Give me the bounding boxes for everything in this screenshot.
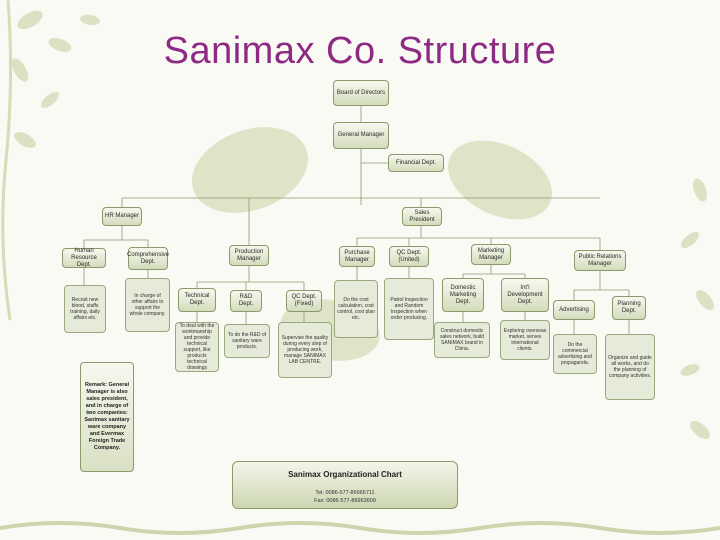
marketing-manager-box: Marketing Manager [471,244,511,265]
domestic-marketing-dept-box: Domestic Marketing Dept. [442,278,484,312]
advertising-box: Advertising [553,300,595,320]
rd-description: To do the R&D of sanitary ware products. [224,324,270,358]
financial-dept-box: Financial Dept. [388,154,444,172]
board-of-directors-box: Board of Directors [333,80,389,106]
page-title: Sanimax Co. Structure [163,30,557,72]
public-relations-manager-box: Public Relations Manager [574,250,626,271]
production-manager-box: Production Manager [229,245,269,266]
purchase-manager-box: Purchase Manager [339,246,375,267]
remark-note: Remark: General Manager is also sales pr… [80,362,134,472]
qc-united-description: Patrol Inspection and Random Inspection … [384,278,434,340]
technical-dept-box: Technical Dept. [178,288,216,312]
advertising-description: Do the commercial advertising and propag… [553,334,597,374]
sales-president-box: Sales President [402,207,442,226]
general-manager-box: General Manager [333,122,389,149]
comprehensive-dept-box: Comprehensive Dept. [127,247,169,270]
planning-dept-box: Planning Dept. [612,296,646,320]
comprehensive-description: In charge of other affairs to support th… [125,278,170,332]
purchase-description: Do the cost calculation, cost control, c… [334,280,378,338]
hr-manager-box: HR Manager [102,207,142,226]
intl-description: Exploring overseas market, serves intern… [500,320,550,360]
hr-dept-box: Human Resource Dept. [62,248,106,268]
qc-dept-fixed-box: QC Dept. (Fixed) [286,290,322,312]
domestic-description: Construct domestic sales network, build … [434,322,490,358]
org-chart-label-fax: Fax: 0086-577-86963609 [314,498,376,504]
org-chart-label-title: Sanimax Organizational Chart [288,470,402,479]
org-chart-label-tel: Tel: 0086-577-86966711 [315,490,375,496]
rd-dept-box: R&D Dept. [230,290,262,312]
planning-description: Organize and guide all works, and do the… [605,334,655,400]
qc-dept-united-box: QC Dept. (United) [389,246,429,267]
org-chart-label: Sanimax Organizational Chart Tel: 0086-5… [232,461,458,509]
intl-development-dept-box: Int'l Development Dept. [501,278,549,312]
hr-description: Recruit new blood, staffs training, dail… [64,285,106,333]
qc-fixed-description: Supervise the quality during every step … [278,322,332,378]
technical-description: To deal with the workmanship and provide… [175,322,219,372]
